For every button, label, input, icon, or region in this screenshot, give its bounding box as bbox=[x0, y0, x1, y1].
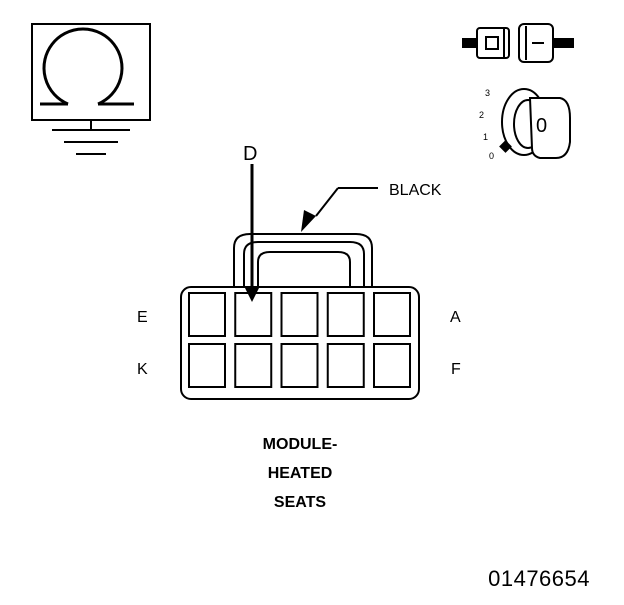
connector-cavity bbox=[373, 343, 411, 388]
probe-arrow-icon bbox=[244, 164, 260, 302]
cavity-label-e: E bbox=[137, 309, 148, 326]
connector-cavity bbox=[280, 343, 319, 388]
component-name-line: MODULE- bbox=[262, 436, 338, 453]
connector-cavity bbox=[188, 292, 226, 337]
connector-body bbox=[180, 233, 420, 400]
cavity-label-k: K bbox=[137, 361, 148, 378]
cavity-label-a: A bbox=[450, 309, 461, 326]
key-position-label: 2 bbox=[479, 110, 485, 120]
key-position-label: 1 bbox=[483, 132, 489, 142]
connector-cavity bbox=[188, 343, 226, 388]
pin-label: D bbox=[243, 143, 258, 165]
key-position-readout: 0 bbox=[536, 115, 548, 137]
connector-disconnect-icon bbox=[462, 23, 574, 63]
connector-cavity bbox=[234, 343, 273, 388]
key-position-label: 3 bbox=[485, 88, 491, 98]
reference-number: 01476654 bbox=[488, 566, 590, 591]
component-name-line: SEATS bbox=[273, 494, 327, 511]
component-name-line: HEATED bbox=[267, 465, 333, 482]
cavity-label-f: F bbox=[451, 361, 461, 378]
ground-symbol-icon bbox=[52, 120, 130, 155]
connector-cavity bbox=[373, 292, 411, 337]
connector-cavities bbox=[188, 292, 411, 388]
connector-cavity bbox=[326, 292, 365, 337]
key-position-label: 0 bbox=[489, 151, 495, 161]
connector-cavity bbox=[280, 292, 319, 337]
leader-arrowhead bbox=[301, 210, 316, 232]
wire-leader bbox=[301, 187, 378, 232]
ohmmeter-icon bbox=[31, 23, 151, 121]
wire-color-label: BLACK bbox=[389, 182, 442, 199]
ignition-key-off-icon bbox=[499, 88, 571, 159]
connector-cavity bbox=[326, 343, 365, 388]
